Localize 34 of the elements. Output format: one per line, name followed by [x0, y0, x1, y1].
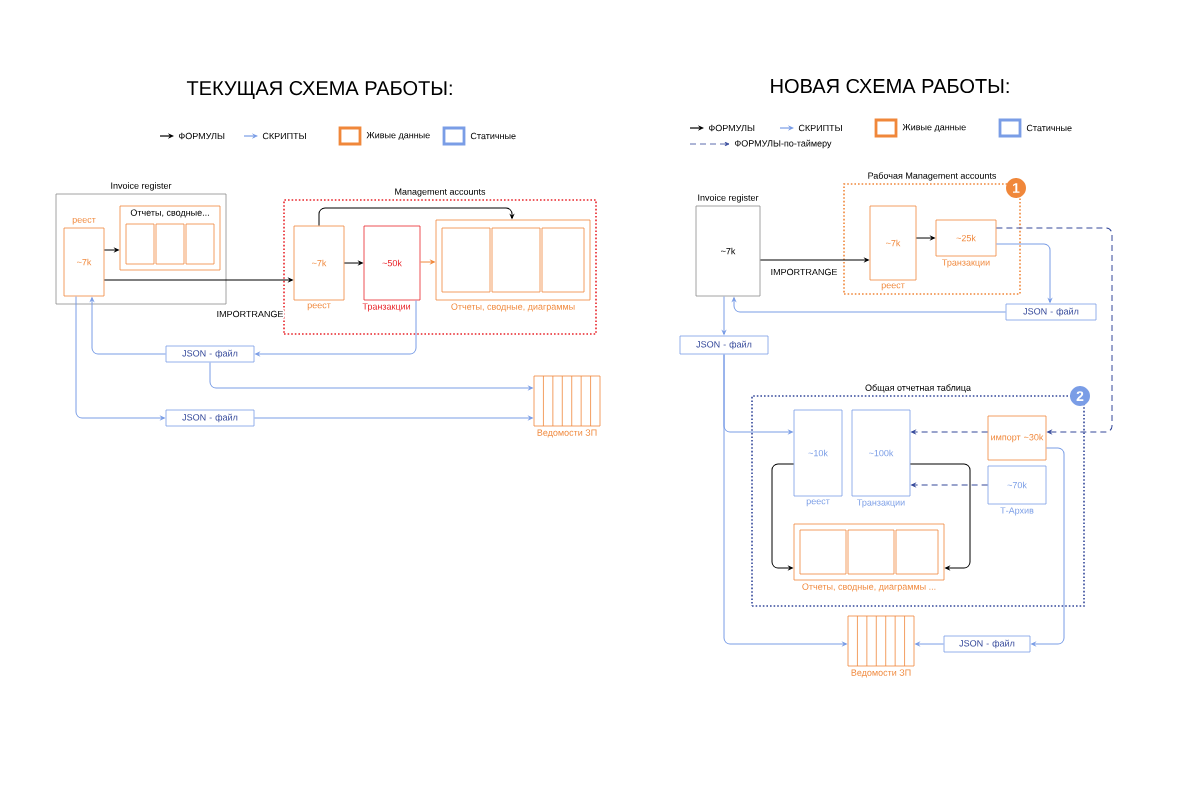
arrow: [911, 483, 989, 487]
arrow: [995, 227, 1113, 434]
sheet-box: [185, 223, 215, 265]
arrow: [995, 243, 1052, 303]
title: НОВАЯ СХЕМА РАБОТЫ:: [771, 78, 1009, 94]
sheet-box: [799, 529, 847, 575]
sheet-box: [847, 529, 895, 575]
arrow: [915, 642, 945, 646]
sheet-box: [125, 223, 155, 265]
arrow: [723, 353, 847, 646]
arrow: [255, 299, 417, 356]
arrow: [90, 297, 167, 355]
arrow: [1031, 447, 1065, 646]
arrow: [318, 207, 514, 227]
arrow: [103, 278, 293, 282]
arrow: [253, 416, 533, 420]
arrow: [75, 295, 165, 420]
sheet-box: [895, 529, 939, 575]
arrow: [722, 295, 726, 335]
arrow: [343, 261, 363, 265]
sheet-box: [441, 227, 491, 293]
arrow: [759, 258, 869, 262]
title: ТЕКУЩАЯ СХЕМА РАБОТЫ:: [186, 81, 452, 99]
arrow: [732, 297, 1007, 313]
arrow: [103, 248, 119, 252]
sheet-box: [541, 227, 585, 293]
arrow: [911, 430, 989, 434]
arrow: [209, 361, 533, 390]
sheet-box: [491, 227, 541, 293]
arrow: [909, 463, 971, 570]
arrow: [771, 463, 795, 570]
arrow: [419, 260, 435, 264]
sheet-box: [155, 223, 185, 265]
arrow: [915, 236, 935, 240]
